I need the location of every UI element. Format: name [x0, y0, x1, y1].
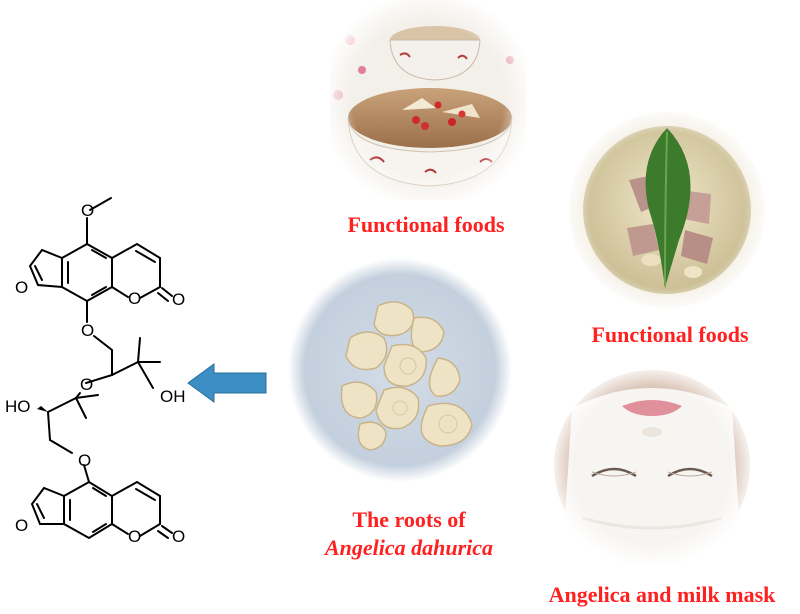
- atom-label-o: O: [172, 527, 185, 546]
- bond: [161, 525, 173, 534]
- caption-functional-foods-right: Functional foods: [591, 322, 749, 347]
- functional-foods-bowl-photo: [330, 0, 526, 200]
- bond: [47, 411, 51, 441]
- bond: [111, 361, 139, 376]
- bond: [139, 495, 161, 537]
- atom-label-oh: OH: [160, 387, 186, 406]
- bond: [137, 361, 154, 389]
- furan-ring-top: [28, 248, 63, 288]
- bond: [92, 523, 107, 533]
- bond: [89, 197, 112, 211]
- atom-label-o: O: [128, 527, 141, 546]
- bond: [85, 335, 113, 384]
- bond: [111, 480, 161, 497]
- bond: [111, 242, 161, 259]
- bond: [47, 397, 77, 413]
- bond: [111, 286, 129, 298]
- bond: [135, 250, 156, 263]
- atom-label-o: O: [80, 375, 93, 394]
- benzene-ring-bottom: [63, 480, 113, 540]
- bond: [83, 464, 90, 483]
- bond: [92, 487, 107, 497]
- species-name: Angelica dahurica: [324, 535, 494, 560]
- atom-label-o: O: [128, 289, 141, 308]
- bond: [75, 394, 99, 399]
- bond: [139, 257, 161, 299]
- bond: [91, 286, 107, 296]
- bond: [135, 488, 156, 501]
- benzene-ring-top: [61, 242, 113, 303]
- atom-label-o: O: [172, 290, 185, 309]
- atom-label-o: O: [81, 201, 94, 220]
- bond: [137, 337, 141, 363]
- furan-ring-bottom: [30, 486, 65, 525]
- bond: [49, 439, 73, 454]
- angelica-roots-photo: [288, 258, 512, 482]
- bond: [111, 523, 129, 535]
- caption-roots-line1: The roots of: [352, 507, 466, 532]
- bond: [75, 397, 87, 419]
- bond: [157, 292, 169, 302]
- caption-functional-foods-top: Functional foods: [347, 212, 505, 237]
- atom-label-o: O: [15, 278, 28, 297]
- atom-label-o: O: [78, 451, 91, 470]
- bond: [34, 265, 43, 281]
- bond: [36, 503, 45, 519]
- functional-foods-leaf-soup-photo: [567, 110, 767, 310]
- bond: [157, 530, 169, 539]
- chemical-structure: O O O O O O OH HO O O O O: [5, 197, 186, 546]
- caption-milk-mask: Angelica and milk mask: [548, 582, 776, 607]
- left-arrow-icon: [187, 363, 267, 403]
- atom-label-o: O: [15, 516, 28, 535]
- bond: [161, 287, 173, 297]
- milk-mask-face-photo: [552, 368, 752, 564]
- wedge-bond: [37, 406, 48, 412]
- atom-label-ho: HO: [5, 397, 31, 416]
- atom-label-o: O: [81, 321, 94, 340]
- caption-roots-line2: Angelica dahurica: [304, 535, 514, 561]
- bond: [91, 249, 107, 259]
